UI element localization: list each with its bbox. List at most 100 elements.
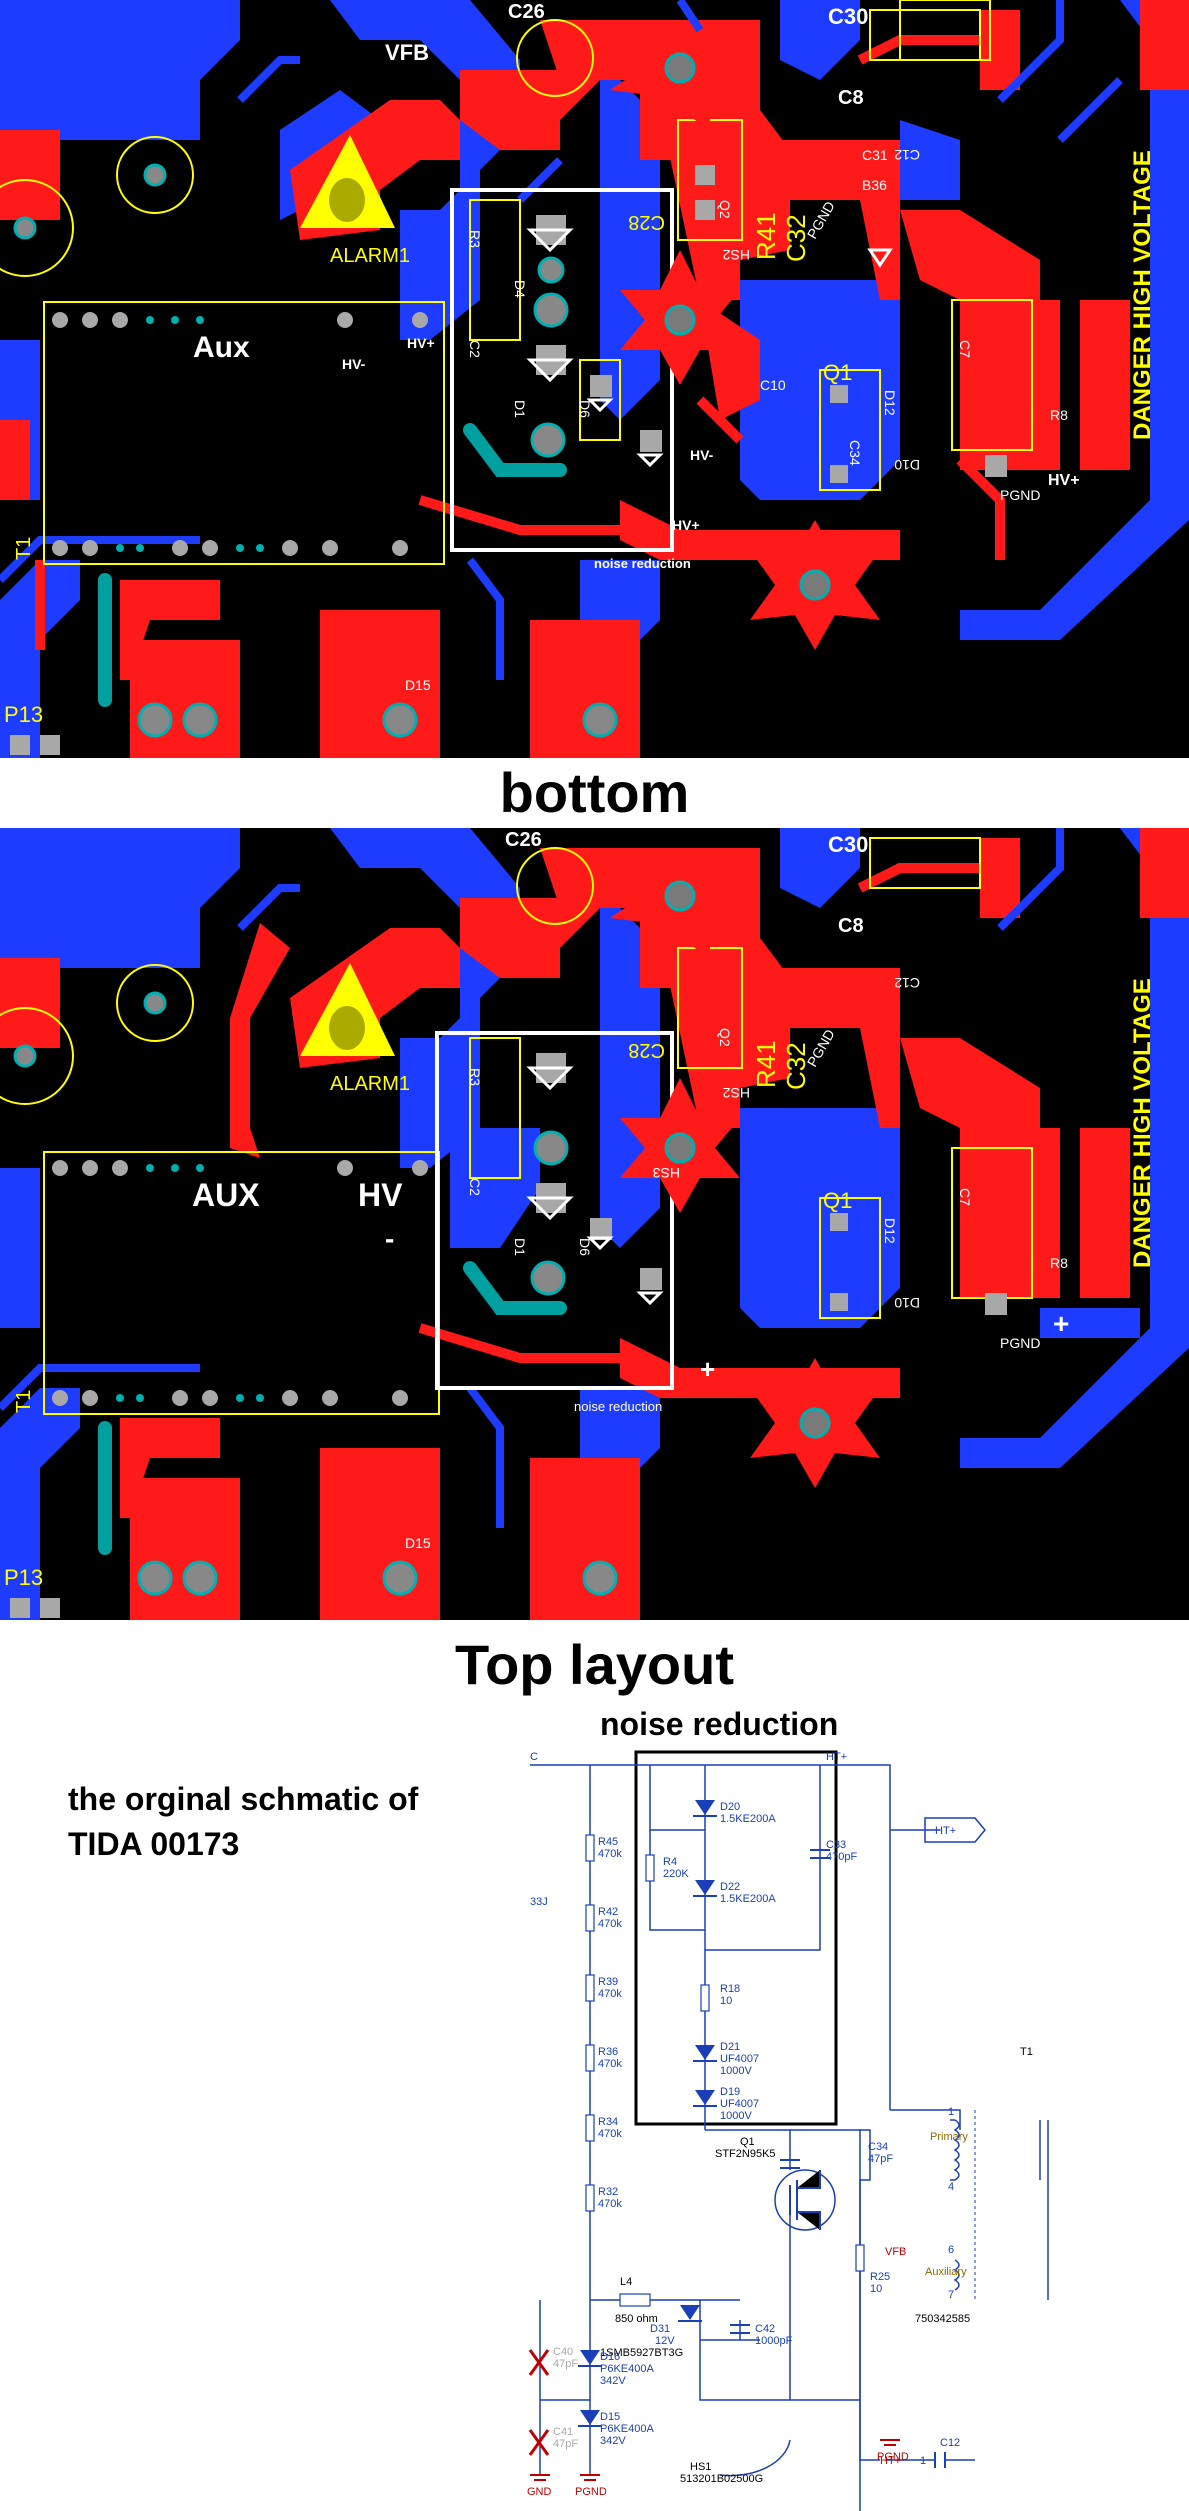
plus-label-top: + xyxy=(700,1354,715,1384)
q2-label: Q2 xyxy=(717,200,733,219)
pin6-label: 6 xyxy=(948,2244,954,2256)
c8-label: C8 xyxy=(838,87,864,109)
d20-label: D20 xyxy=(720,1801,740,1813)
t1-label-top: T1 xyxy=(13,1390,35,1413)
q1-label-top: Q1 xyxy=(823,1188,852,1213)
c12-label: C12 xyxy=(940,2437,960,2449)
d1-label-top: D1 xyxy=(512,1238,528,1256)
d15-label: D15 xyxy=(405,677,431,693)
d15-value: P6KE400A xyxy=(600,2423,654,2435)
t1-label: T1 xyxy=(1020,2046,1033,2058)
r3-label: R3 xyxy=(467,230,483,248)
c10-label: C10 xyxy=(760,377,786,393)
r4-label: R4 xyxy=(663,1856,677,1868)
vfb-label: VFB xyxy=(885,2246,906,2258)
r39-label: R39 xyxy=(598,1976,618,1988)
hs2-label-top: HS2 xyxy=(723,1085,750,1101)
pgnd-label: PGND xyxy=(1000,487,1040,503)
c40-value: 47pF xyxy=(553,2358,578,2370)
c41-value: 47pF xyxy=(553,2438,578,2450)
b36-label: B36 xyxy=(862,177,887,193)
d16-voltage: 342V xyxy=(600,2375,626,2387)
pin7-label: 7 xyxy=(948,2289,954,2301)
t1-label: T1 xyxy=(13,537,35,560)
r41-label-top: R41 xyxy=(751,1040,781,1088)
d31-part: 1SMB5927BT3G xyxy=(600,2347,683,2359)
danger-label-top: DANGER HIGH VOLTAGE xyxy=(1129,978,1156,1268)
t1-value: 750342585 xyxy=(915,2313,970,2325)
p13-label: P13 xyxy=(4,702,43,727)
d6-label-top: D6 xyxy=(577,1238,593,1256)
c40-label: C40 xyxy=(553,2346,573,2358)
hs3-label-top: HS3 xyxy=(653,1165,680,1181)
d15-label-top: D15 xyxy=(405,1535,431,1551)
p13-label-top: P13 xyxy=(4,1565,43,1590)
d1-label: D1 xyxy=(512,400,528,418)
ht-plus-bottom-label: HT+ xyxy=(880,2455,901,2467)
top-layer-pcb: AUX HV - + + noise reduction C26 C30 C8 … xyxy=(0,828,1189,1620)
r42-label: R42 xyxy=(598,1906,618,1918)
d22-value: 1.5KE200A xyxy=(720,1893,776,1905)
r8-label-top: R8 xyxy=(1050,1255,1068,1271)
aux-winding-label: Auxiliary xyxy=(925,2266,967,2278)
d15-voltage: 342V xyxy=(600,2435,626,2447)
bottom-layer-panel: VFB Aux HV+ HV- HV- HV+ HV+ noise reduct… xyxy=(0,0,1189,758)
hv-minus-label-2: HV- xyxy=(690,447,714,463)
d16-value: P6KE400A xyxy=(600,2363,654,2375)
q1-label: Q1 xyxy=(740,2136,755,2148)
r32-value: 470k xyxy=(598,2198,622,2210)
gnd-label: GND xyxy=(527,2486,552,2498)
d19-value2: 1000V xyxy=(720,2110,752,2122)
top-layer-panel: AUX HV - + + noise reduction C26 C30 C8 … xyxy=(0,828,1189,1620)
c33-value: 470pF xyxy=(826,1851,857,1863)
c32-label: C32 xyxy=(781,214,811,262)
alarm-label: ALARM1 xyxy=(330,245,410,267)
r39-value: 470k xyxy=(598,1988,622,2000)
hs1-value: 513201B02500G xyxy=(680,2473,763,2485)
d20-value: 1.5KE200A xyxy=(720,1813,776,1825)
noise-reduction-label-top: noise reduction xyxy=(574,1399,662,1414)
d10-label-top: D10 xyxy=(894,1295,920,1311)
aux-label: Aux xyxy=(193,331,250,364)
top-layout-caption: Top layout xyxy=(455,1633,734,1696)
q2-label-top: Q2 xyxy=(717,1028,733,1047)
c8-label-top: C8 xyxy=(838,915,864,937)
minus-label-top: - xyxy=(385,1223,394,1254)
d15-label: D15 xyxy=(600,2411,620,2423)
noise-reduction-box-title: noise reduction xyxy=(600,1706,838,1742)
mosfet-symbol xyxy=(774,2169,836,2231)
c32-label-top: C32 xyxy=(781,1042,811,1090)
l4-label: L4 xyxy=(620,2276,632,2288)
d16-label: D16 xyxy=(600,2351,620,2363)
c31-label: C31 xyxy=(862,147,888,163)
hv-plus-label: HV+ xyxy=(407,335,435,351)
d12-label-top: D12 xyxy=(882,1218,898,1244)
noise-reduction-label: noise reduction xyxy=(594,556,691,571)
bottom-caption: bottom xyxy=(499,761,690,824)
r25-label: R25 xyxy=(870,2271,890,2283)
d6-label: D6 xyxy=(577,400,593,418)
c2-label-top: C2 xyxy=(467,1178,483,1196)
r36-value: 470k xyxy=(598,2058,622,2070)
noise-reduction-highlight-box-top xyxy=(435,1031,674,1390)
plus-label-top-2: + xyxy=(1053,1308,1069,1339)
hs1-label: HS1 xyxy=(690,2461,711,2473)
r36-label: R36 xyxy=(598,2046,618,2058)
d19-value1: UF4007 xyxy=(720,2098,759,2110)
pgnd-label-2: PGND xyxy=(877,2451,909,2463)
hv-label-top: HV xyxy=(358,1177,403,1213)
c26-label-top: C26 xyxy=(505,829,542,851)
d10-label: D10 xyxy=(894,457,920,473)
schematic-panel: the orginal schmatic of TIDA 00173 noise… xyxy=(0,1700,1189,2511)
danger-label: DANGER HIGH VOLTAGE xyxy=(1129,150,1156,440)
vfb-label: VFB xyxy=(385,40,429,65)
c28-label: C28 xyxy=(628,211,665,233)
c12-label: C12 xyxy=(894,147,920,163)
c12-label-top: C12 xyxy=(894,975,920,991)
aux-label-top: AUX xyxy=(192,1177,260,1213)
c34-label: C34 xyxy=(847,440,863,466)
schematic-title-line2: TIDA 00173 xyxy=(68,1826,239,1862)
hv-plus-label-3: HV+ xyxy=(1048,472,1080,489)
d21-label: D21 xyxy=(720,2041,740,2053)
schematic-diagram: the orginal schmatic of TIDA 00173 noise… xyxy=(0,1700,1189,2511)
